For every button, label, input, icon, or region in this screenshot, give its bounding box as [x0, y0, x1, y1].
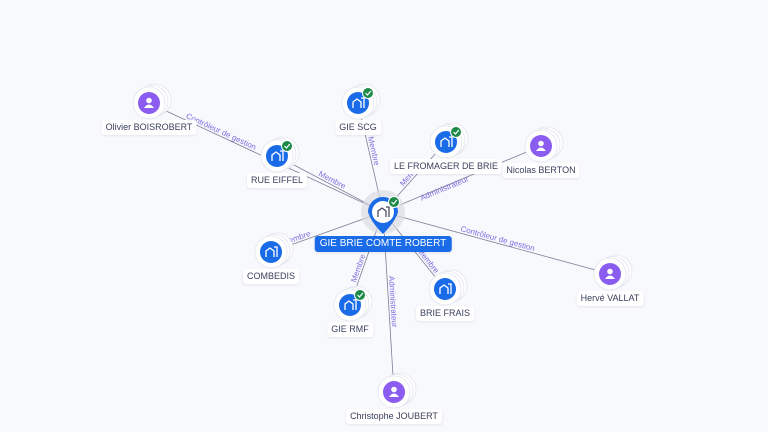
building-icon	[377, 206, 390, 217]
edge-label: Contrôleur de gestion	[460, 224, 536, 253]
graph-node[interactable]	[377, 372, 417, 409]
building-icon	[439, 283, 452, 294]
node-label[interactable]: BRIE FRAIS	[415, 306, 475, 321]
verified-check-icon	[450, 126, 462, 138]
person-icon	[538, 140, 544, 147]
verified-check-icon	[388, 196, 400, 208]
edge	[382, 211, 611, 275]
building-icon	[271, 150, 284, 161]
building-icon	[440, 136, 453, 147]
node-label[interactable]: Olivier BOISROBERT	[101, 120, 197, 135]
edge	[382, 145, 542, 213]
node-label[interactable]: Nicolas BERTON	[502, 163, 580, 178]
graph-node[interactable]	[260, 136, 300, 173]
graph-node[interactable]	[524, 126, 564, 163]
node-label[interactable]: Christophe JOUBERT	[346, 409, 442, 424]
center-node-label[interactable]: GIE BRIE COMTE ROBERT	[314, 236, 452, 252]
node-label[interactable]: RUE EIFFEL	[246, 173, 308, 188]
person-icon	[391, 386, 397, 393]
person-icon	[146, 97, 152, 104]
building-icon	[265, 246, 278, 257]
verified-check-icon	[281, 140, 293, 152]
building-icon	[352, 97, 365, 108]
building-icon	[344, 299, 357, 310]
verified-check-icon	[354, 289, 366, 301]
edge-label: Membre	[317, 169, 348, 191]
node-label[interactable]: GIE SCG	[335, 120, 381, 135]
node-label[interactable]: LE FROMAGER DE BRIE	[389, 159, 503, 174]
graph-node[interactable]	[429, 122, 469, 159]
verified-check-icon	[362, 87, 374, 99]
node-label[interactable]: Hervé VALLAT	[576, 291, 644, 306]
edge-label: Administrateur	[387, 276, 399, 328]
center-node[interactable]	[361, 190, 405, 234]
graph-node[interactable]	[593, 254, 633, 291]
edge-label: Administrateur	[419, 174, 470, 202]
node-label[interactable]: GIE RMF	[327, 322, 373, 337]
graph-node[interactable]	[132, 83, 172, 120]
edge-label: Membre	[366, 136, 381, 167]
person-icon	[607, 268, 613, 275]
node-label[interactable]: COMBEDIS	[242, 269, 300, 284]
graph-node[interactable]	[428, 269, 468, 306]
graph-node[interactable]	[254, 232, 294, 269]
edge-label: Membre	[349, 252, 367, 283]
graph-node[interactable]	[341, 83, 381, 120]
graph-node[interactable]	[333, 285, 373, 322]
